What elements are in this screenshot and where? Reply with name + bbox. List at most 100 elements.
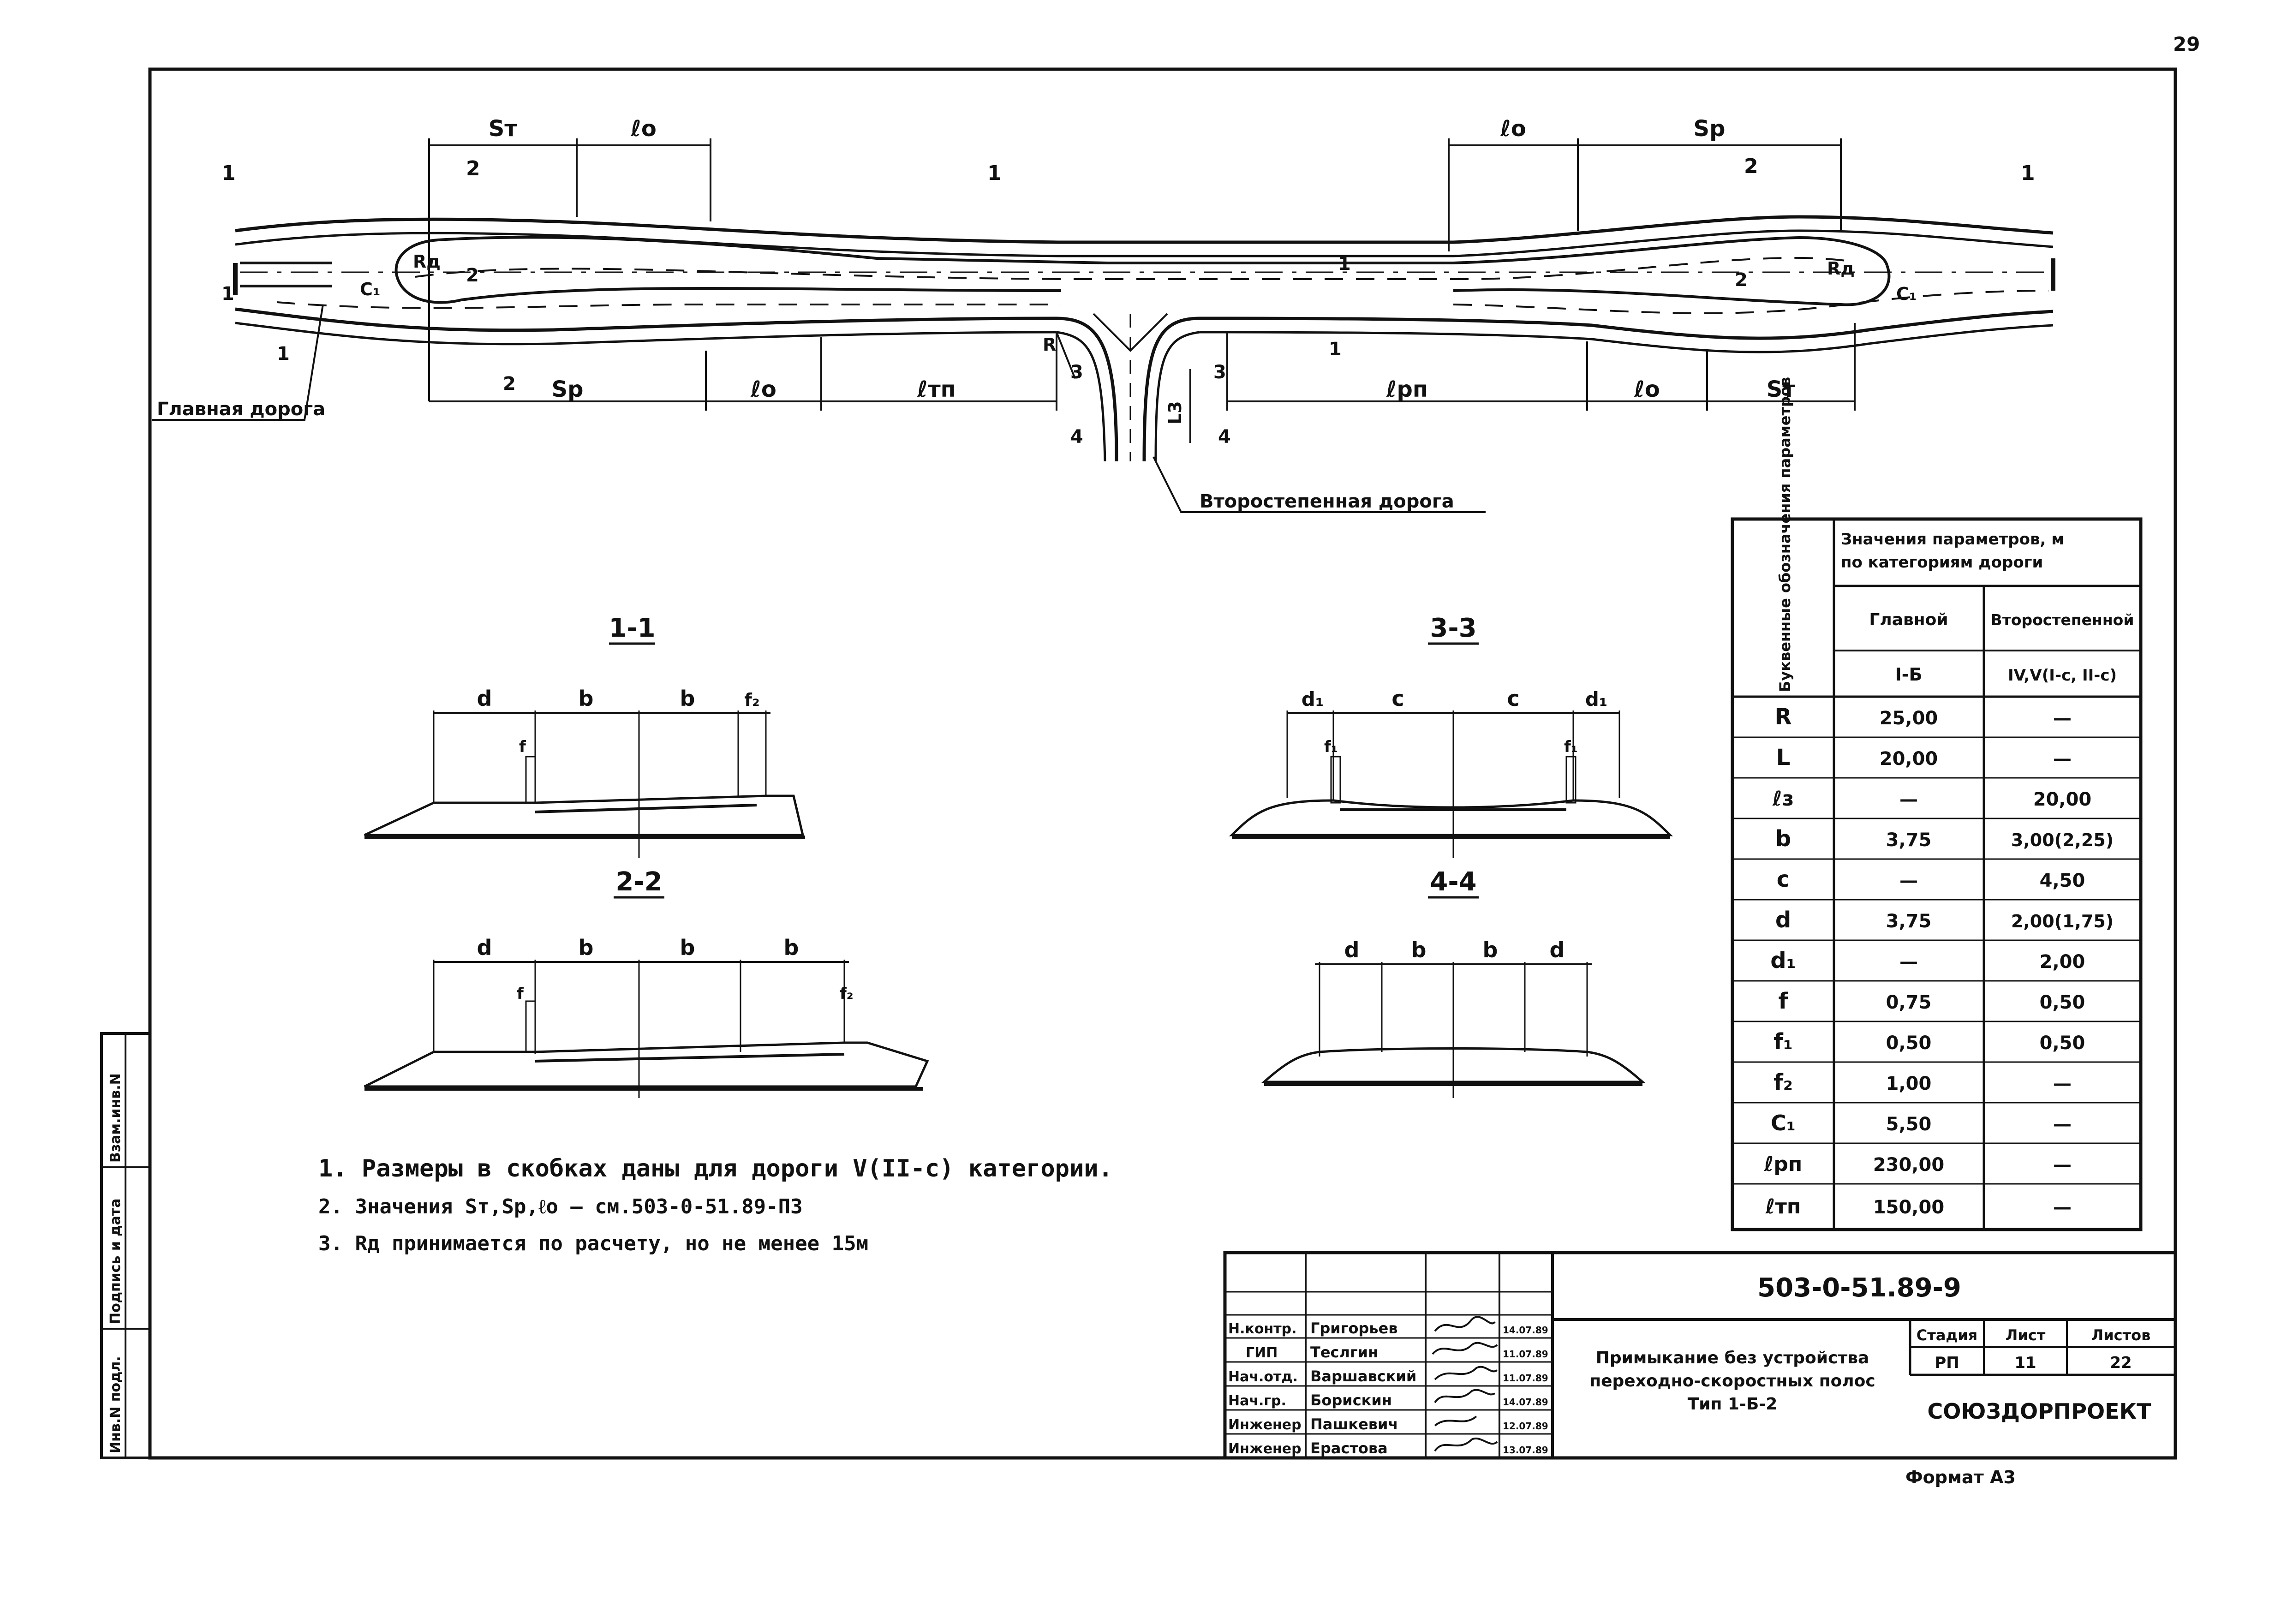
- svg-text:R: R: [1775, 704, 1792, 730]
- svg-text:Инженер: Инженер: [1228, 1417, 1302, 1433]
- svg-text:1,00: 1,00: [1886, 1073, 1932, 1094]
- section-dim: b: [784, 935, 799, 960]
- section-dim: d: [1344, 937, 1360, 962]
- note-2: 2. Значения Sт,Sр,ℓо — см.503-0-51.89-ПЗ: [318, 1195, 803, 1218]
- svg-text:14.07.89: 14.07.89: [1503, 1325, 1548, 1336]
- section-title: 2-2: [615, 867, 662, 897]
- section-mark: 1: [1338, 253, 1351, 275]
- svg-text:f₁: f₁: [1773, 1029, 1793, 1055]
- table-row: L 20,00 —: [1776, 745, 2072, 770]
- svg-text:13.07.89: 13.07.89: [1503, 1445, 1548, 1456]
- sheet-header: Лист: [2006, 1326, 2046, 1344]
- dim-sp-bottom: Sр: [552, 376, 584, 402]
- table-row: b 3,75 3,00(2,25): [1775, 826, 2114, 852]
- svg-text:12.07.89: 12.07.89: [1503, 1421, 1548, 1432]
- dim-lrp: ℓрп: [1386, 376, 1428, 402]
- section-mark: 1: [987, 161, 1002, 185]
- svg-text:—: —: [2053, 708, 2072, 729]
- table-row: f₂ 1,00 —: [1773, 1069, 2072, 1095]
- section-dim: d₁: [1302, 688, 1324, 710]
- side-stamp: Инв.N подл. Подпись и дата Взам.инв.N: [100, 1032, 151, 1459]
- svg-text:3,75: 3,75: [1886, 911, 1932, 932]
- svg-text:5,50: 5,50: [1886, 1114, 1932, 1135]
- dim-lo-bottom-right: ℓо: [1634, 376, 1660, 402]
- section-mark: 3: [1070, 362, 1083, 383]
- dim-st-bottom: Sт: [1767, 376, 1796, 402]
- svg-text:ГИП: ГИП: [1246, 1345, 1278, 1361]
- section-mark: 2: [503, 373, 516, 394]
- table-row: f 0,75 0,50: [1779, 988, 2085, 1014]
- svg-text:230,00: 230,00: [1873, 1154, 1944, 1176]
- svg-text:—: —: [2053, 1154, 2072, 1176]
- table-row: f₁ 0,50 0,50: [1773, 1029, 2085, 1055]
- org-name: СОЮЗДОРПРОЕКТ: [1927, 1399, 2151, 1424]
- section-dim: b: [680, 935, 695, 960]
- table-row: d₁ — 2,00: [1770, 948, 2085, 973]
- section-dim: f₁: [1564, 738, 1578, 756]
- dim-st-top: Sт: [489, 116, 518, 142]
- section-dim: f₂: [840, 985, 854, 1003]
- svg-text:Пашкевич: Пашкевич: [1310, 1415, 1398, 1433]
- svg-text:C₁: C₁: [1771, 1111, 1796, 1135]
- section-mark: 1: [1329, 339, 1342, 360]
- section-dim: b: [579, 686, 594, 711]
- svg-text:Инженер: Инженер: [1228, 1441, 1302, 1457]
- svg-text:f: f: [1779, 988, 1789, 1014]
- dim-lo-top-left: ℓо: [630, 116, 657, 142]
- road-plan: [233, 215, 2055, 462]
- table-cat-secondary: IV,V(I-c, II-c): [2008, 666, 2117, 685]
- people-rows: Н.контр. Григорьев 14.07.89 ГИП Теслгин …: [1228, 1320, 1548, 1457]
- section-dim: d: [477, 935, 492, 960]
- svg-text:20,00: 20,00: [2033, 789, 2092, 810]
- section-mark: 1: [2021, 161, 2035, 185]
- section-dim: f: [517, 985, 524, 1003]
- secondary-road-label: Второстепенная дорога: [1200, 491, 1454, 512]
- table-group-header-2: по категориям дороги: [1841, 553, 2043, 572]
- cross-section-3-3: 3-3 d₁ c c d₁ f₁ f₁: [1229, 613, 1673, 858]
- svg-text:ℓрп: ℓрп: [1764, 1152, 1803, 1176]
- section-dim: b: [680, 686, 695, 711]
- sheets-value: 22: [2110, 1354, 2132, 1372]
- svg-text:Нач.отд.: Нач.отд.: [1228, 1369, 1298, 1385]
- section-title: 3-3: [1430, 613, 1476, 643]
- radius-label: Rд: [413, 251, 441, 272]
- section-mark: 2: [466, 157, 480, 180]
- title-line-1: Примыкание без устройства: [1596, 1349, 1869, 1367]
- svg-text:0,50: 0,50: [2040, 992, 2085, 1013]
- svg-text:2,00(1,75): 2,00(1,75): [2011, 911, 2114, 931]
- section-dim: f₁: [1324, 738, 1338, 756]
- section-mark: 4: [1070, 426, 1083, 448]
- table-row: C₁ 5,50 —: [1771, 1111, 2072, 1135]
- section-mark: 4: [1218, 426, 1231, 448]
- svg-text:—: —: [2053, 748, 2072, 770]
- title-line-2: переходно-скоростных полос: [1589, 1372, 1875, 1391]
- svg-text:4,50: 4,50: [2040, 870, 2085, 891]
- section-dim: c: [1391, 686, 1404, 711]
- section-mark: 1: [221, 283, 234, 304]
- stamp-sign-date: Подпись и дата: [107, 1199, 124, 1324]
- section-title: 4-4: [1430, 867, 1476, 897]
- svg-text:Теслгин: Теслгин: [1310, 1343, 1378, 1361]
- section-dim: b: [579, 935, 594, 960]
- svg-text:c: c: [1777, 866, 1790, 892]
- svg-text:2,00: 2,00: [2040, 951, 2085, 973]
- svg-text:—: —: [1899, 951, 1918, 973]
- svg-text:d₁: d₁: [1770, 948, 1796, 973]
- cross-section-2-2: 2-2 d b b b f f₂: [364, 867, 929, 1098]
- section-dim: c: [1507, 686, 1519, 711]
- svg-text:Нач.гр.: Нач.гр.: [1228, 1393, 1286, 1409]
- c1-label: C₁: [1896, 284, 1917, 304]
- dim-ltp: ℓтп: [917, 376, 956, 402]
- plan-labels: Sт ℓо ℓо Sр Sр ℓо ℓтп ℓрп ℓо Sт 1 2 1 2 …: [157, 116, 2035, 512]
- note-3: 3. Rд принимается по расчету, но не мене…: [318, 1232, 868, 1255]
- svg-text:—: —: [2053, 1073, 2072, 1094]
- svg-text:0,50: 0,50: [2040, 1033, 2085, 1054]
- section-dim: f₂: [744, 690, 759, 710]
- table-col-secondary: Второстепенной: [1991, 611, 2134, 629]
- stamp-vzam-inv: Взам.инв.N: [107, 1073, 124, 1163]
- section-mark: 3: [1213, 362, 1226, 383]
- section-mark: 2: [1735, 269, 1748, 291]
- svg-text:3,00(2,25): 3,00(2,25): [2011, 830, 2114, 850]
- section-title: 1-1: [609, 613, 655, 643]
